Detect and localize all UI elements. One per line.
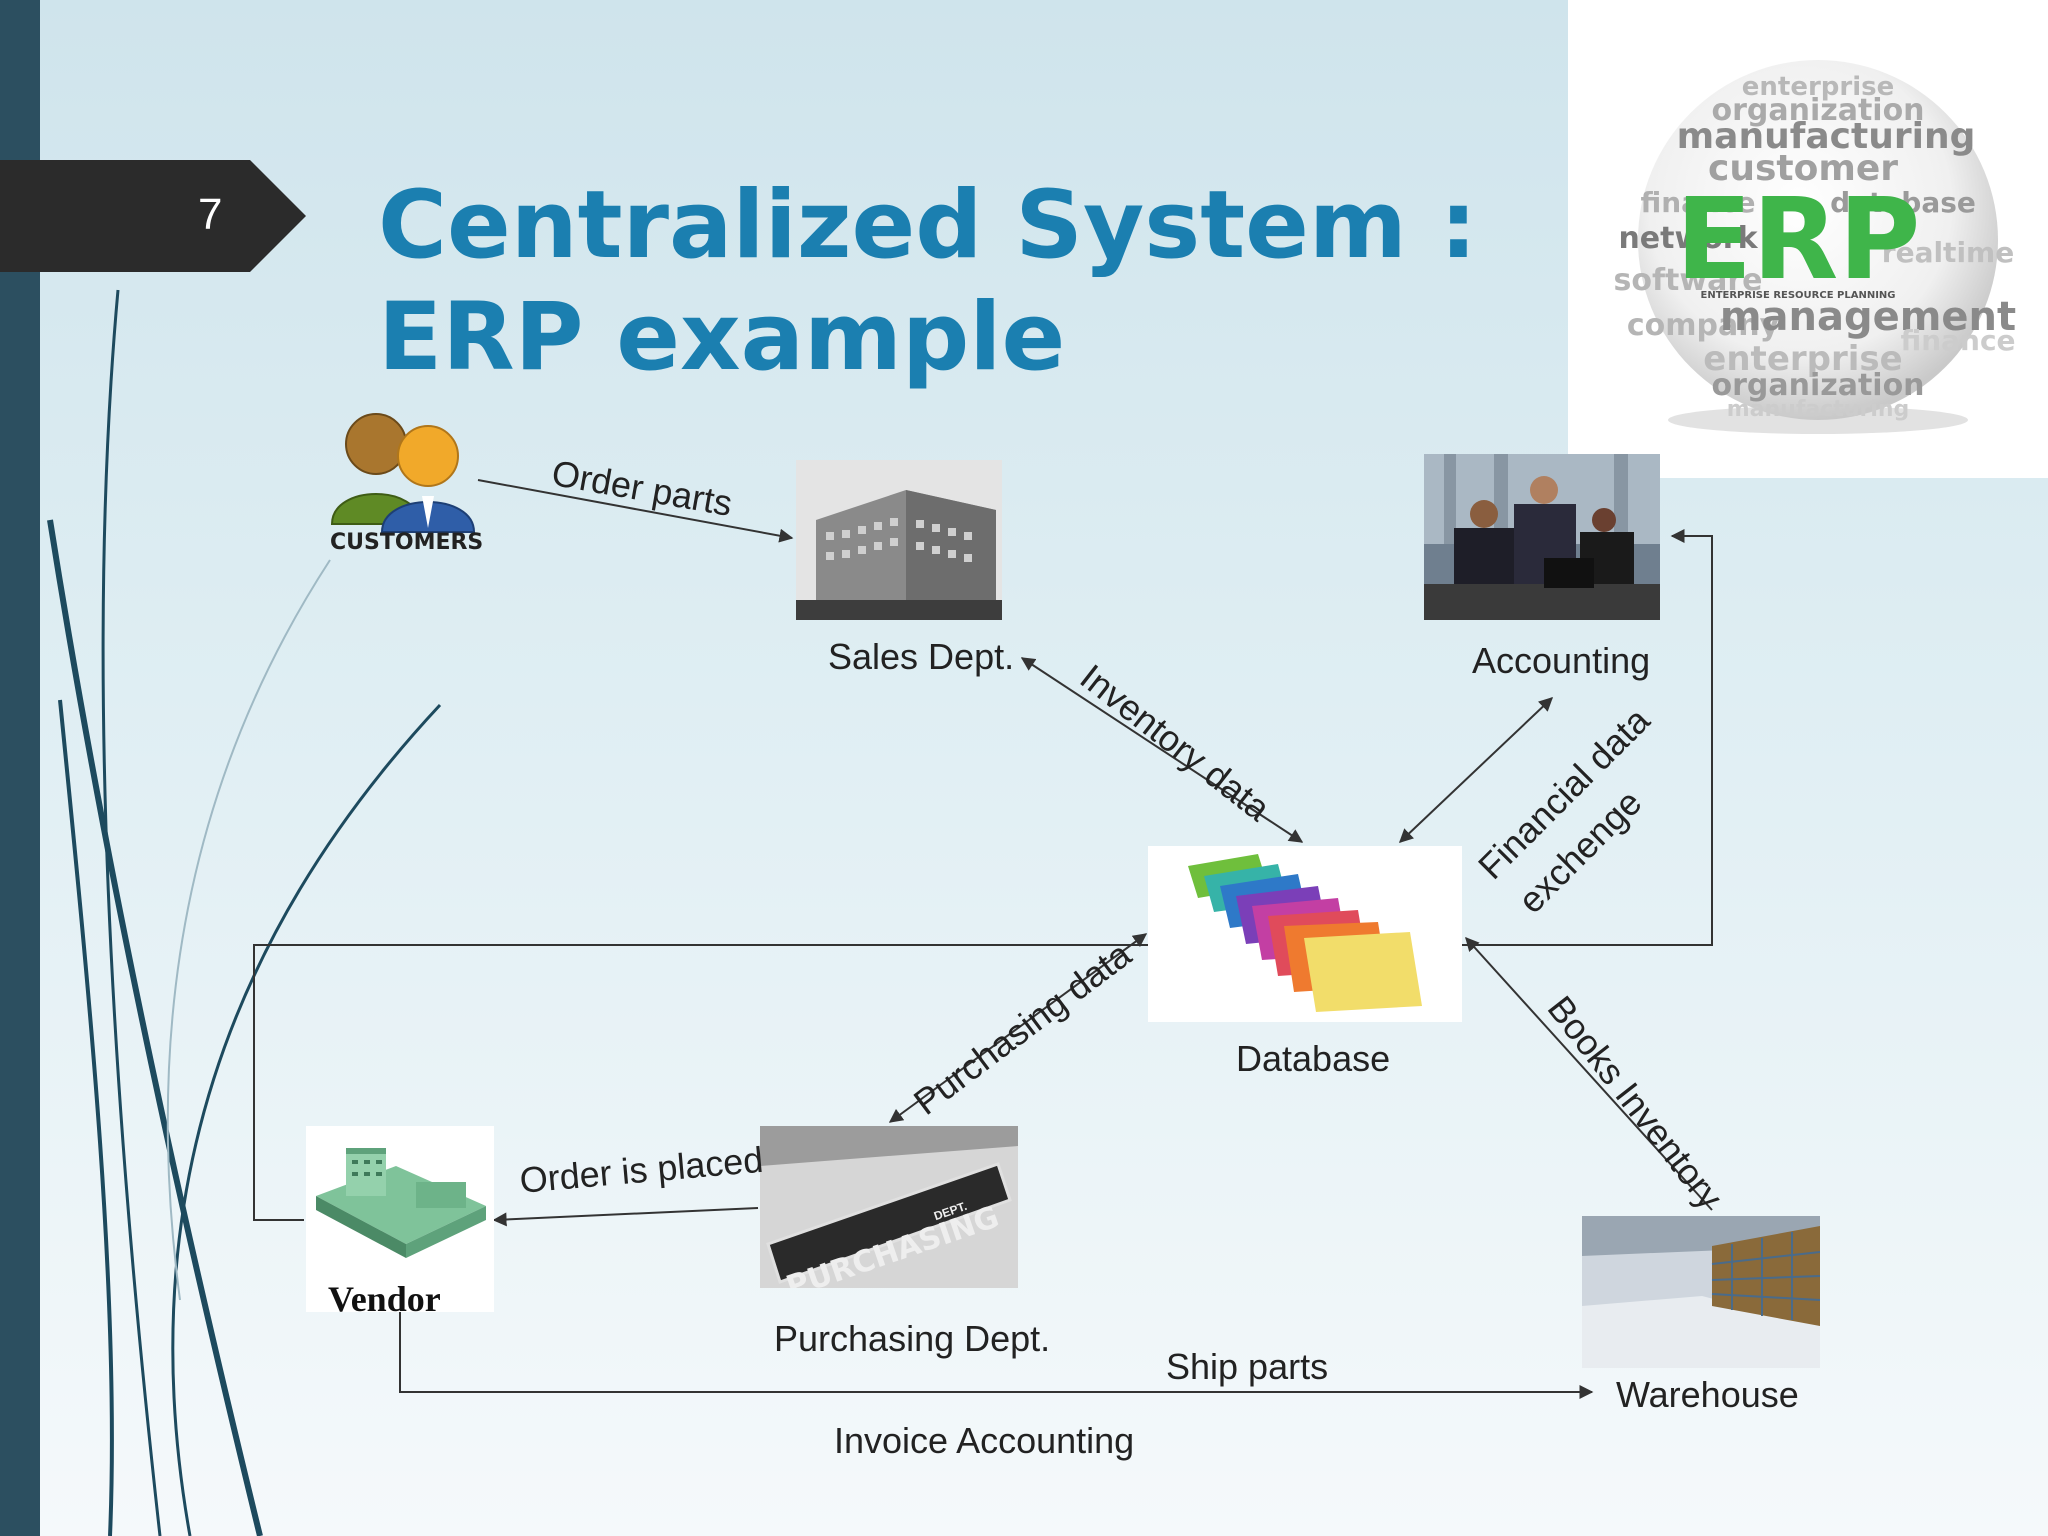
customers-label: CUSTOMERS xyxy=(330,530,484,555)
svg-text:organization: organization xyxy=(1711,368,1924,403)
svg-text:organization: organization xyxy=(1711,93,1924,128)
title-line-2: ERP example xyxy=(378,283,1066,392)
sales-dept-label: Sales Dept. xyxy=(828,636,1015,677)
svg-text:finance: finance xyxy=(1900,324,2015,357)
database-label: Database xyxy=(1236,1038,1391,1079)
svg-text:software: software xyxy=(1614,263,1763,298)
warehouse-image xyxy=(1582,1216,1820,1368)
sales-building-image xyxy=(796,460,1002,620)
svg-text:database: database xyxy=(1830,186,1976,219)
accounting-people-image xyxy=(1424,454,1660,620)
warehouse-label: Warehouse xyxy=(1616,1374,1799,1415)
erp-sphere-image: enterprise organization manufacturing cu… xyxy=(1568,0,2048,478)
invoice-accounting-label: Invoice Accounting xyxy=(834,1420,1135,1461)
page-number-badge xyxy=(0,160,306,272)
customers-icon xyxy=(318,404,488,554)
svg-text:finance: finance xyxy=(1640,186,1755,219)
purchasing-dept-label: Purchasing Dept. xyxy=(774,1318,1051,1359)
erp-logo-text: ERP xyxy=(1676,175,1921,305)
ship-parts-label: Ship parts xyxy=(1166,1346,1329,1387)
title-line-1: Centralized System : xyxy=(378,171,1478,280)
svg-text:network: network xyxy=(1618,221,1758,256)
vendor-label: Vendor xyxy=(328,1279,441,1319)
svg-text:company: company xyxy=(1627,308,1780,343)
svg-text:manufacturing: manufacturing xyxy=(1727,397,1910,422)
database-folders-image xyxy=(1148,846,1462,1022)
svg-text:customer: customer xyxy=(1708,148,1898,189)
svg-text:ENTERPRISE RESOURCE PLANNING: ENTERPRISE RESOURCE PLANNING xyxy=(1701,290,1896,301)
svg-text:management: management xyxy=(1720,294,2016,340)
svg-text:realtime: realtime xyxy=(1882,236,2014,269)
svg-text:enterprise: enterprise xyxy=(1742,72,1894,102)
purchasing-sign-image: PURCHASING DEPT. xyxy=(760,1126,1018,1288)
page-title: Centralized System : ERP example xyxy=(378,170,1477,394)
vendor-building-image xyxy=(306,1126,494,1312)
page-number: 7 xyxy=(198,190,223,239)
svg-text:manufacturing: manufacturing xyxy=(1677,116,1976,157)
accounting-label: Accounting xyxy=(1472,640,1651,681)
svg-text:enterprise: enterprise xyxy=(1703,339,1902,379)
